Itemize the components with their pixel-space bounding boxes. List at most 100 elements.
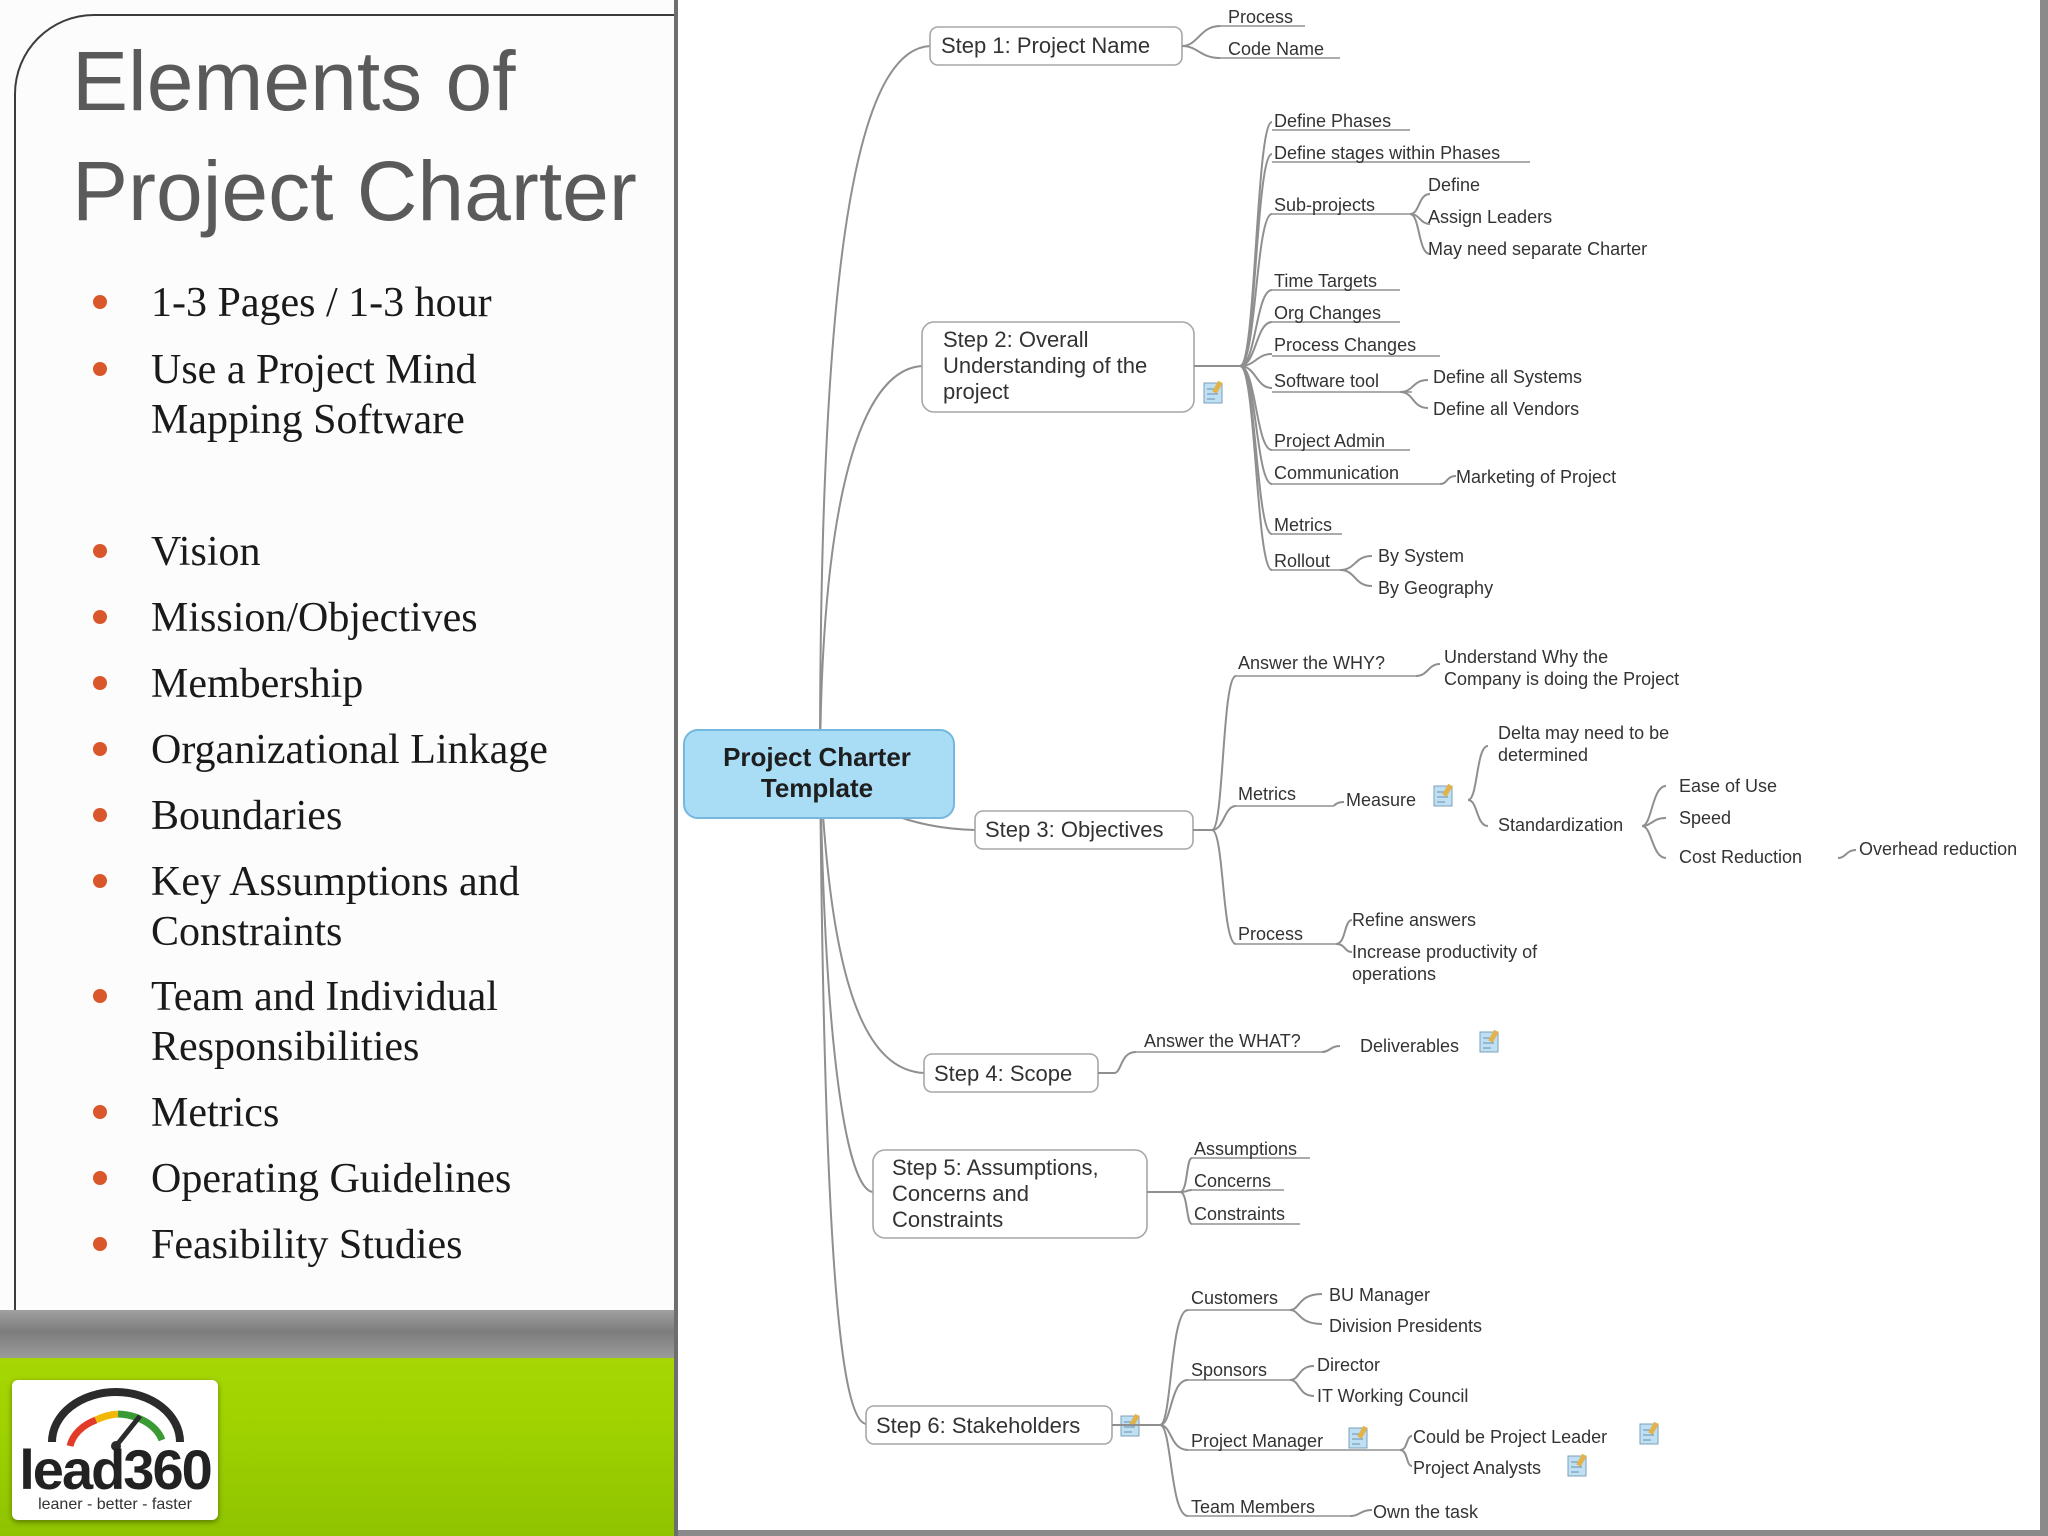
- step3-overhead-reduction: Overhead reduction: [1859, 839, 2017, 859]
- step6-sponsors: Sponsors: [1191, 1360, 1267, 1380]
- bullet-list: 1-3 Pages / 1-3 hour Use a Project Mind …: [0, 0, 674, 1300]
- step1-code-name: Code Name: [1228, 39, 1324, 59]
- title-frame: [14, 14, 716, 1416]
- logo-tagline: leaner - better - faster: [38, 1496, 192, 1513]
- step3-refine-answers: Refine answers: [1352, 910, 1476, 930]
- bullet-item: Operating Guidelines: [93, 1154, 671, 1204]
- bullet-dot: [93, 1171, 107, 1185]
- step2-metrics: Metrics: [1274, 515, 1332, 535]
- step2-by-system: By System: [1378, 546, 1464, 566]
- step6-pm-note-icon: [1348, 1425, 1368, 1449]
- bullet-text: Boundaries: [151, 793, 343, 839]
- bullet-dot: [93, 295, 107, 309]
- step1-node: Step 1: Project Name: [929, 26, 1183, 66]
- step6-customers: Customers: [1191, 1288, 1278, 1308]
- step2-sub-assign-leaders: Assign Leaders: [1428, 207, 1552, 227]
- step5-constraints: Constraints: [1194, 1204, 1285, 1224]
- left-panel: Elements of Project Charter 1-3 Pages / …: [0, 0, 716, 1536]
- step2-time-targets: Time Targets: [1274, 271, 1377, 291]
- step6-bu-manager: BU Manager: [1329, 1285, 1430, 1305]
- step2-sub-define: Define: [1428, 175, 1480, 195]
- bullet-dot: [93, 1237, 107, 1251]
- step3-measure-note-icon: [1433, 783, 1453, 807]
- step2-title-line-2: Understanding of the: [943, 353, 1147, 378]
- root-line-2: Template: [761, 773, 873, 803]
- step2-define-phases: Define Phases: [1274, 111, 1391, 131]
- step2-note-icon: [1203, 380, 1223, 404]
- right-frame: [2040, 0, 2048, 1536]
- step3-cost-reduction: Cost Reduction: [1679, 847, 1802, 867]
- step3-process: Process: [1238, 924, 1303, 944]
- step3-why-detail-line-2: Company is doing the Project: [1444, 669, 1679, 689]
- panel-divider: [674, 0, 678, 1536]
- step2-org-changes: Org Changes: [1274, 303, 1381, 323]
- step2-marketing: Marketing of Project: [1456, 467, 1616, 487]
- bullet-item: Organizational Linkage: [93, 725, 671, 775]
- step6-title: Step 6: Stakeholders: [876, 1413, 1080, 1438]
- step2-process-changes: Process Changes: [1274, 335, 1416, 355]
- bullet-dot: [93, 1105, 107, 1119]
- bullet-item: Metrics: [93, 1088, 671, 1138]
- step3-productivity-line-1: Increase productivity of: [1352, 942, 1538, 962]
- step3-speed: Speed: [1679, 808, 1731, 828]
- step2-sub-separate-charter: May need separate Charter: [1428, 239, 1647, 259]
- bullet-item: Membership: [93, 659, 671, 709]
- bullet-item: Vision: [93, 527, 671, 577]
- step3-title: Step 3: Objectives: [985, 817, 1164, 842]
- step2-title-line-3: project: [943, 379, 1009, 404]
- step5-assumptions: Assumptions: [1194, 1139, 1297, 1159]
- mind-map: Project Charter Template Step 1: Project…: [678, 0, 2040, 1530]
- step6-own-the-task: Own the task: [1373, 1502, 1479, 1522]
- step6-team-members: Team Members: [1191, 1497, 1315, 1517]
- step6-node: Step 6: Stakeholders: [865, 1405, 1113, 1445]
- bullet-dot: [93, 989, 107, 1003]
- bullet-dot: [93, 874, 107, 888]
- bullet-dot: [93, 362, 107, 376]
- bullet-text: Operating Guidelines: [151, 1156, 512, 1202]
- step1-title: Step 1: Project Name: [941, 33, 1150, 58]
- step2-define-systems: Define all Systems: [1433, 367, 1582, 387]
- logo: lead360 leaner - better - faster: [12, 1380, 218, 1520]
- step4-node: Step 4: Scope: [923, 1053, 1099, 1093]
- bullet-text: Organizational Linkage: [151, 727, 548, 773]
- step4-deliverables-note-icon: [1479, 1029, 1499, 1053]
- logo-wordmark: lead360: [19, 1438, 213, 1501]
- bullet-item: 1-3 Pages / 1-3 hour: [93, 278, 671, 328]
- bullet-text: Mission/Objectives: [151, 595, 478, 641]
- step3-why-detail-line-1: Understand Why the: [1444, 647, 1608, 667]
- step2-software-tool: Software tool: [1274, 371, 1379, 391]
- step2-by-geography: By Geography: [1378, 578, 1493, 598]
- bullet-item: Team and Individual Responsibilities: [93, 972, 671, 1072]
- step3-measure: Measure: [1346, 790, 1416, 810]
- step5-node: Step 5: Assumptions, Concerns and Constr…: [872, 1149, 1148, 1239]
- step6-it-working-council: IT Working Council: [1317, 1386, 1468, 1406]
- step5-title-line-3: Constraints: [892, 1207, 1003, 1232]
- step3-delta-line-2: determined: [1498, 745, 1588, 765]
- bullet-dot: [93, 676, 107, 690]
- bullet-text: Use a Project Mind Mapping Software: [151, 347, 477, 443]
- slide-title: Elements of Project Charter: [72, 34, 637, 238]
- step5-title-line-2: Concerns and: [892, 1181, 1029, 1206]
- step6-analysts-note-icon: [1567, 1453, 1587, 1477]
- root-line-1: Project Charter: [723, 742, 911, 772]
- step2-rollout: Rollout: [1274, 551, 1330, 571]
- step3-delta-line-1: Delta may need to be: [1498, 723, 1669, 743]
- bullet-text: Key Assumptions and Constraints: [151, 859, 520, 955]
- footer-grey-bar: [0, 1310, 674, 1358]
- bullet-dot: [93, 742, 107, 756]
- bullet-dot: [93, 808, 107, 822]
- step6-could-be-leader: Could be Project Leader: [1413, 1427, 1607, 1447]
- step2-node: Step 2: Overall Understanding of the pro…: [921, 321, 1195, 413]
- bullet-text: Team and Individual Responsibilities: [151, 974, 498, 1070]
- speedometer-icon: [48, 1388, 184, 1451]
- bullet-text: Membership: [151, 661, 364, 707]
- step3-metrics: Metrics: [1238, 784, 1296, 804]
- bottom-frame: [678, 1530, 2048, 1536]
- bullet-item: Mission/Objectives: [93, 593, 671, 643]
- bullet-item: Key Assumptions and Constraints: [93, 857, 671, 957]
- bullet-dot: [93, 544, 107, 558]
- step6-project-analysts: Project Analysts: [1413, 1458, 1541, 1478]
- bullet-item: Boundaries: [93, 791, 671, 841]
- step6-division-presidents: Division Presidents: [1329, 1316, 1482, 1336]
